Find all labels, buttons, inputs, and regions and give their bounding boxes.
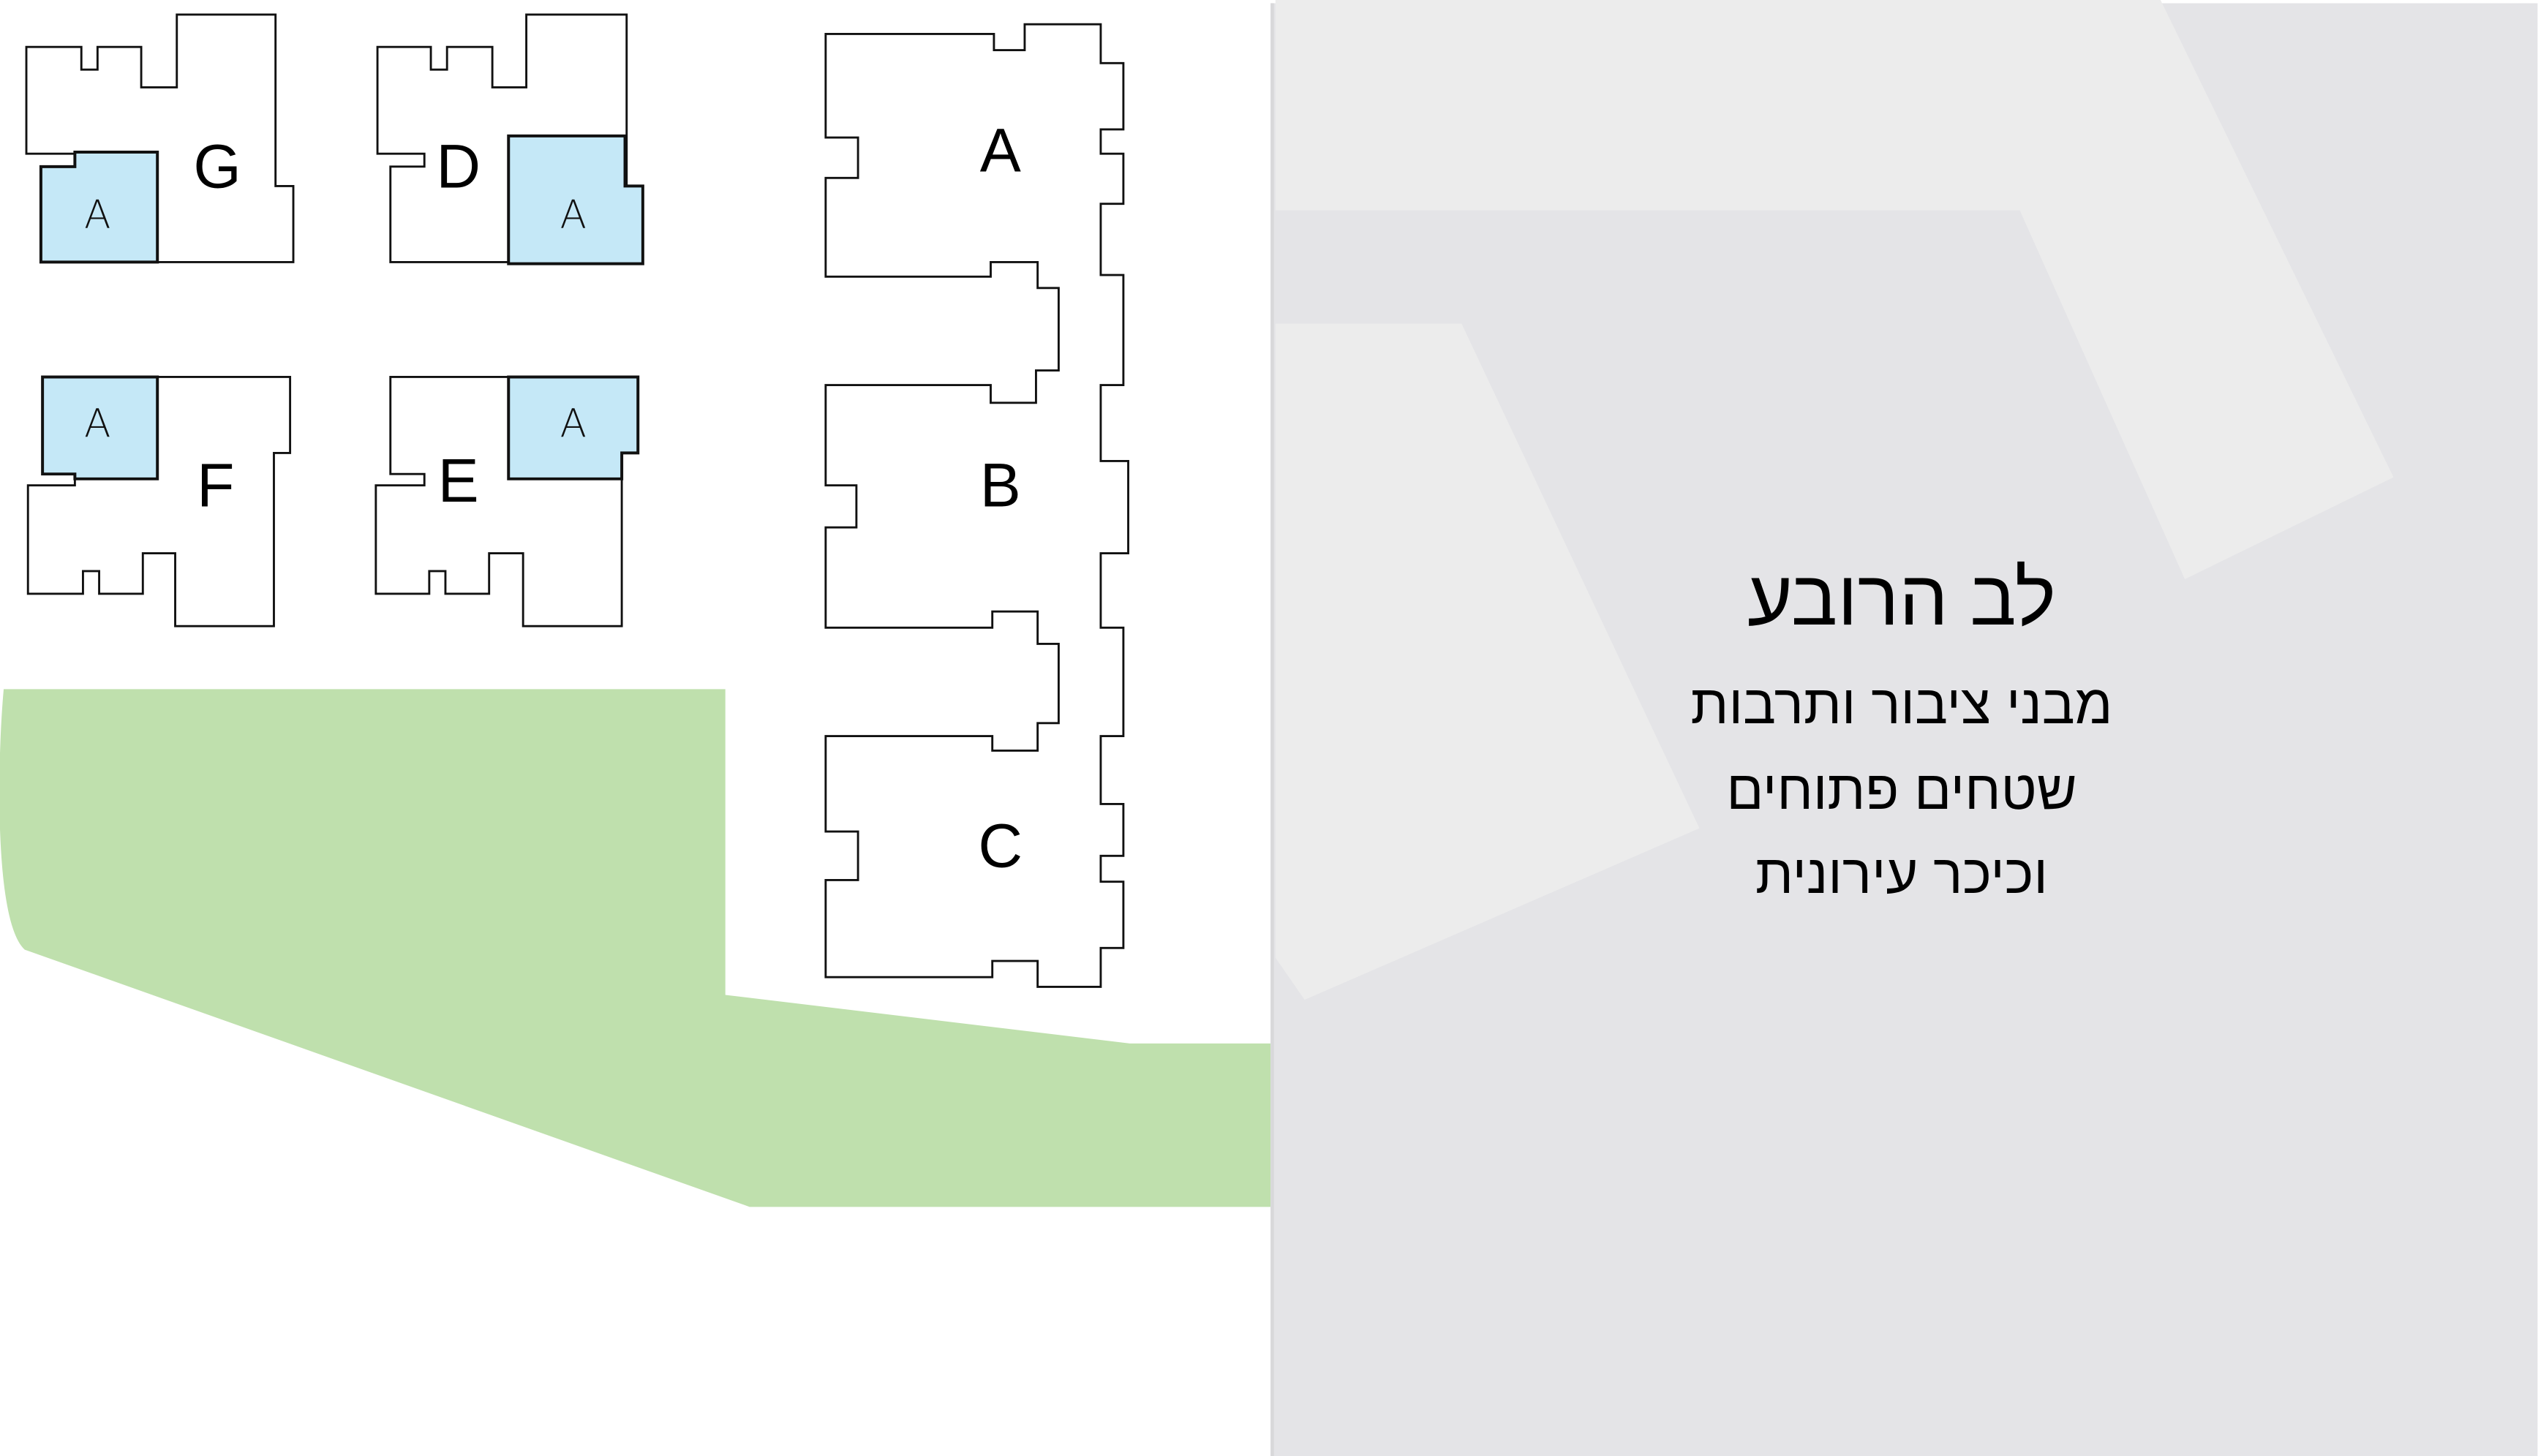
unit-a[interactable]	[39, 150, 159, 264]
building-abc[interactable]: A B C	[824, 23, 1129, 988]
panel-accent-shape	[1275, 323, 1700, 1000]
building-d[interactable]: A D	[376, 13, 644, 265]
unit-label: A	[84, 401, 110, 446]
building-label: G	[193, 132, 241, 201]
unit-label: A	[560, 401, 587, 446]
building-e[interactable]: A E	[374, 375, 640, 627]
panel-line: מבני ציבור ותרבות	[1691, 674, 2113, 735]
building-label-c: C	[978, 812, 1023, 880]
building-label: F	[197, 450, 234, 519]
green-open-space	[0, 689, 1271, 1207]
building-f[interactable]: A F	[26, 375, 292, 627]
panel-line: שטחים פתוחים	[1726, 759, 2076, 821]
building-label-a: A	[980, 116, 1021, 184]
unit-label: A	[560, 192, 587, 238]
panel-title: לב הרובע	[1747, 554, 2056, 641]
building-label: E	[438, 446, 479, 515]
unit-label: A	[84, 192, 110, 238]
unit-a[interactable]	[507, 134, 644, 265]
info-panel: לב הרובע מבני ציבור ותרבות שטחים פתוחים …	[1270, 0, 2538, 1456]
building-label-b: B	[980, 450, 1021, 519]
unit-a[interactable]	[41, 375, 159, 480]
building-g[interactable]: A G	[25, 13, 295, 264]
building-label: D	[436, 132, 481, 201]
panel-accent-shape	[1275, 0, 2394, 579]
unit-a[interactable]	[507, 375, 640, 480]
panel-line: וכיכר עירונית	[1755, 843, 2048, 905]
